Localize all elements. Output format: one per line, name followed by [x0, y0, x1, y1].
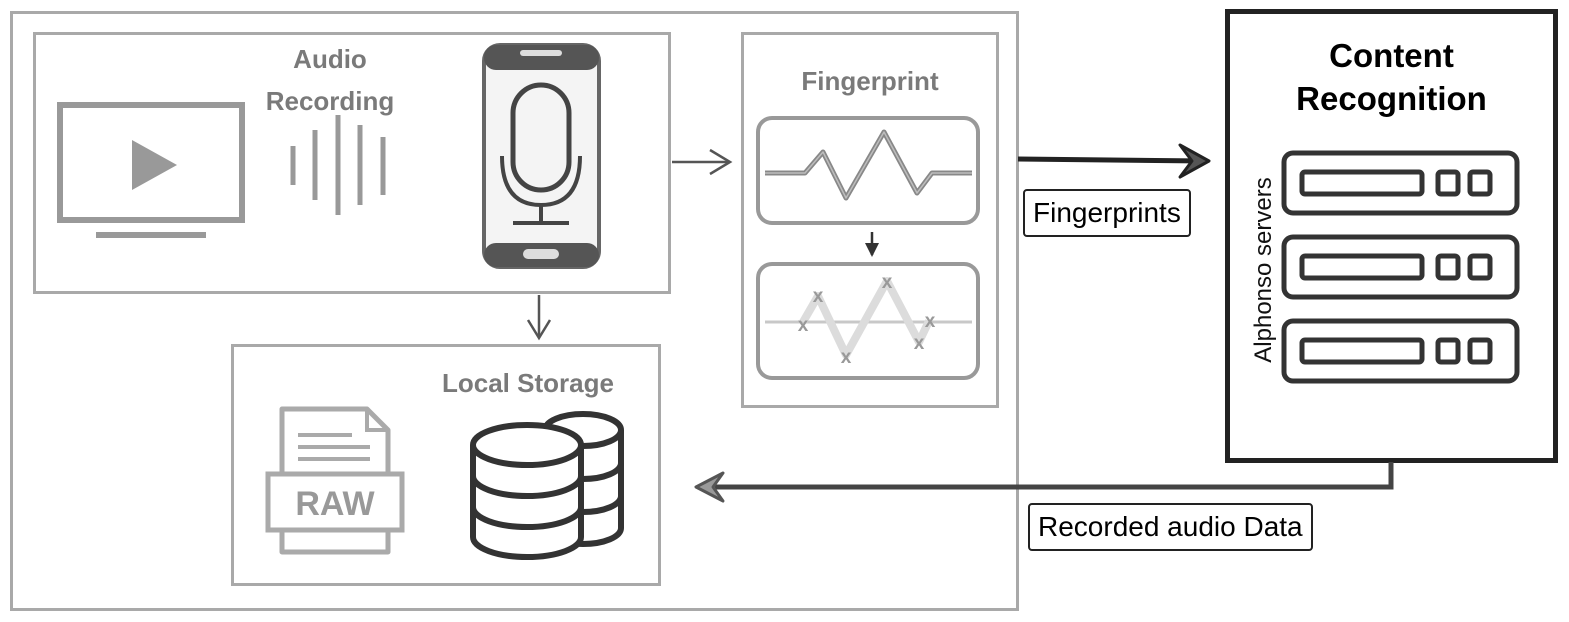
recording-to-fingerprint-arrow	[672, 148, 733, 176]
recording-to-storage-arrow	[526, 295, 552, 341]
peak-marker: x	[798, 315, 809, 336]
peak-marker: x	[813, 286, 824, 307]
audio-recording-title-line1: Audio	[293, 44, 367, 74]
peaks-icon	[756, 262, 980, 380]
recorded-audio-download-arrow	[694, 462, 1394, 503]
fingerprints-flow-label: Fingerprints	[1023, 189, 1191, 237]
recorded-audio-flow-label: Recorded audio Data	[1028, 503, 1313, 551]
phone-microphone-icon	[482, 43, 601, 269]
peak-marker: x	[882, 272, 893, 293]
database-icon	[470, 411, 624, 560]
sound-wave-icon	[290, 115, 386, 215]
local-storage-box	[231, 344, 661, 586]
raw-file-label: RAW	[295, 485, 375, 523]
audio-recording-title: Audio Recording	[250, 38, 410, 122]
server-rack-icon	[1281, 318, 1520, 384]
waveform-to-peaks-arrow	[865, 232, 879, 257]
peak-markers: x x x x x x	[798, 272, 936, 368]
fingerprint-box	[741, 32, 999, 408]
local-storage-title: Local Storage	[442, 368, 614, 398]
server-title-line2: Recognition	[1296, 80, 1487, 117]
fingerprints-upload-arrow	[1017, 143, 1211, 179]
server-rack-icon	[1281, 234, 1520, 300]
server-rack-icon	[1281, 150, 1520, 216]
server-title: Content Recognition	[1225, 34, 1558, 120]
peak-marker: x	[841, 347, 852, 368]
peak-marker: x	[925, 311, 936, 332]
waveform-icon	[756, 116, 980, 225]
server-title-line1: Content	[1329, 37, 1454, 74]
peak-marker: x	[914, 333, 925, 354]
fingerprint-title: Fingerprint	[801, 66, 939, 96]
audio-recording-box	[33, 32, 671, 294]
raw-file-icon: RAW	[265, 406, 405, 555]
audio-recording-title-line2: Recording	[265, 86, 395, 116]
server-box	[1225, 9, 1558, 463]
client-device-container	[10, 11, 1019, 611]
tv-icon	[57, 102, 245, 238]
